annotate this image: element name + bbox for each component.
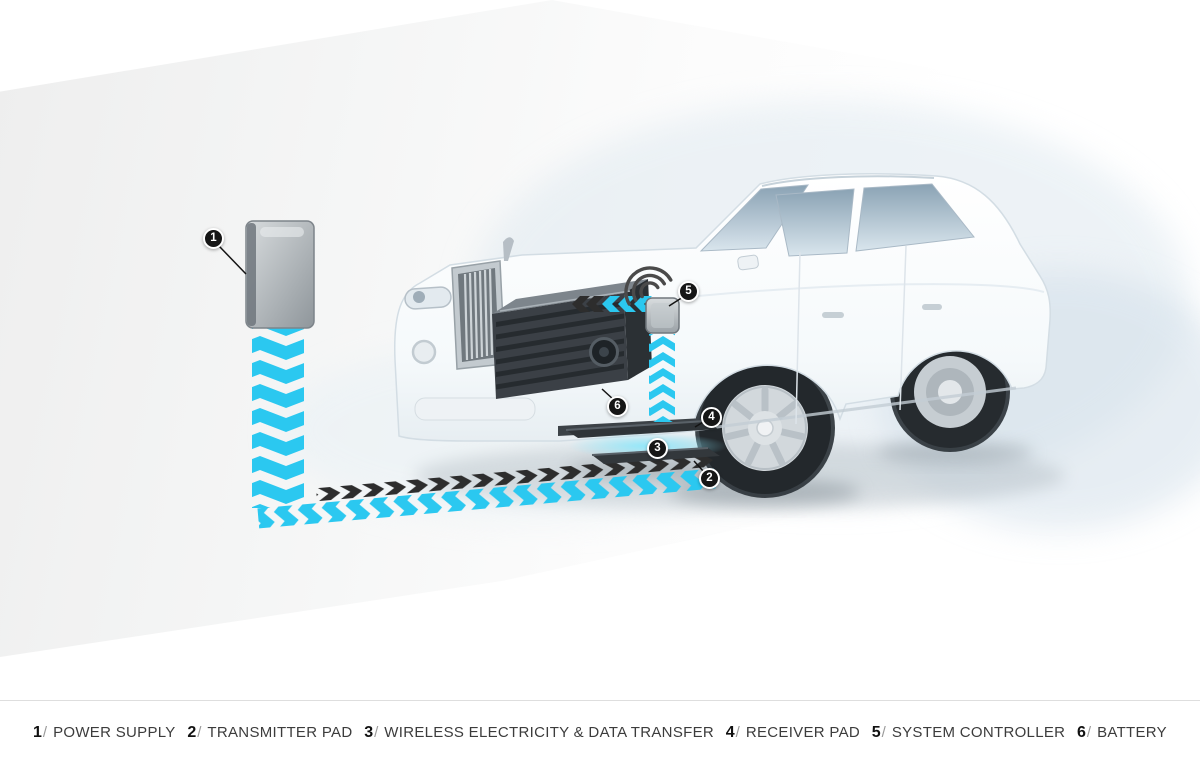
rear-wheel — [894, 336, 1006, 448]
legend-item-wireless-transfer: 3/ WIRELESS ELECTRICITY & DATA TRANSFER — [364, 724, 714, 742]
legend-number: 4 — [725, 723, 735, 741]
legend-number: 6 — [1077, 723, 1086, 741]
rocker-chrome-line — [693, 386, 1017, 432]
legend-label: TRANSMITTER PAD — [207, 723, 353, 741]
legend-number: 5 — [871, 723, 881, 741]
legend-separator: / — [881, 723, 886, 741]
legend-separator: / — [42, 723, 48, 741]
legend-label: POWER SUPPLY — [53, 723, 176, 741]
front-side-window — [775, 188, 855, 257]
hood-ornament — [503, 237, 514, 261]
legend-label: SYSTEM CONTROLLER — [891, 723, 1066, 741]
legend-item-battery: 6/ BATTERY — [1077, 724, 1167, 742]
marker-badge-system-controller: 5 — [678, 281, 699, 302]
legend-label: WIRELESS ELECTRICITY & DATA TRANSFER — [384, 723, 715, 741]
legend-number: 2 — [187, 723, 197, 741]
receiver-pad — [565, 420, 718, 438]
legend-number: 1 — [33, 723, 42, 741]
front-wheel — [699, 362, 831, 494]
headlight — [404, 286, 452, 310]
side-mirror — [737, 254, 759, 271]
marker-badge-receiver-pad: 4 — [701, 407, 722, 428]
system-controller-unit — [645, 297, 680, 334]
front-grille — [451, 237, 514, 370]
power-supply-flow-column — [252, 322, 304, 508]
wifi-signal-icon — [624, 266, 673, 306]
rear-side-window — [855, 183, 975, 252]
legend-item-receiver-pad: 4/ RECEIVER PAD — [726, 724, 860, 742]
legend-separator: / — [735, 723, 740, 741]
receiver-to-controller-flow — [649, 334, 675, 422]
rear-door-handle — [922, 304, 942, 310]
marker-badge-wireless-transfer: 3 — [647, 438, 668, 459]
legend-separator: / — [374, 723, 379, 741]
marker-badge-power-supply: 1 — [203, 228, 224, 249]
car-windows — [699, 183, 975, 257]
legend-label: RECEIVER PAD — [745, 723, 861, 741]
bumper-intake — [414, 397, 536, 421]
legend-item-transmitter-pad: 2/ TRANSMITTER PAD — [187, 724, 352, 742]
legend-label: BATTERY — [1097, 723, 1167, 741]
ground-power-flow — [257, 453, 716, 529]
legend-number: 3 — [364, 723, 374, 741]
legend-item-power-supply: 1/ POWER SUPPLY — [33, 724, 176, 742]
legend-separator: / — [197, 723, 202, 741]
battery-unit — [492, 279, 652, 399]
front-door-handle — [822, 312, 844, 318]
power-flow-strip — [257, 468, 716, 529]
legend-item-system-controller: 5/ SYSTEM CONTROLLER — [872, 724, 1066, 742]
roof-line — [761, 175, 935, 187]
marker-badge-transmitter-pad: 2 — [699, 468, 720, 489]
battery-fins — [496, 301, 624, 390]
data-flow-strip — [315, 453, 714, 502]
legend-separator: / — [1086, 723, 1092, 741]
marker-badge-battery: 6 — [607, 396, 628, 417]
fog-lamp — [411, 339, 437, 365]
legend-bar: 1/POWER SUPPLY 2/TRANSMITTER PAD 3/WIREL… — [0, 700, 1200, 764]
diagram-scene — [218, 100, 1200, 530]
power-supply-unit — [245, 220, 315, 329]
door-seams — [795, 245, 907, 425]
body-character-line — [697, 283, 1045, 297]
